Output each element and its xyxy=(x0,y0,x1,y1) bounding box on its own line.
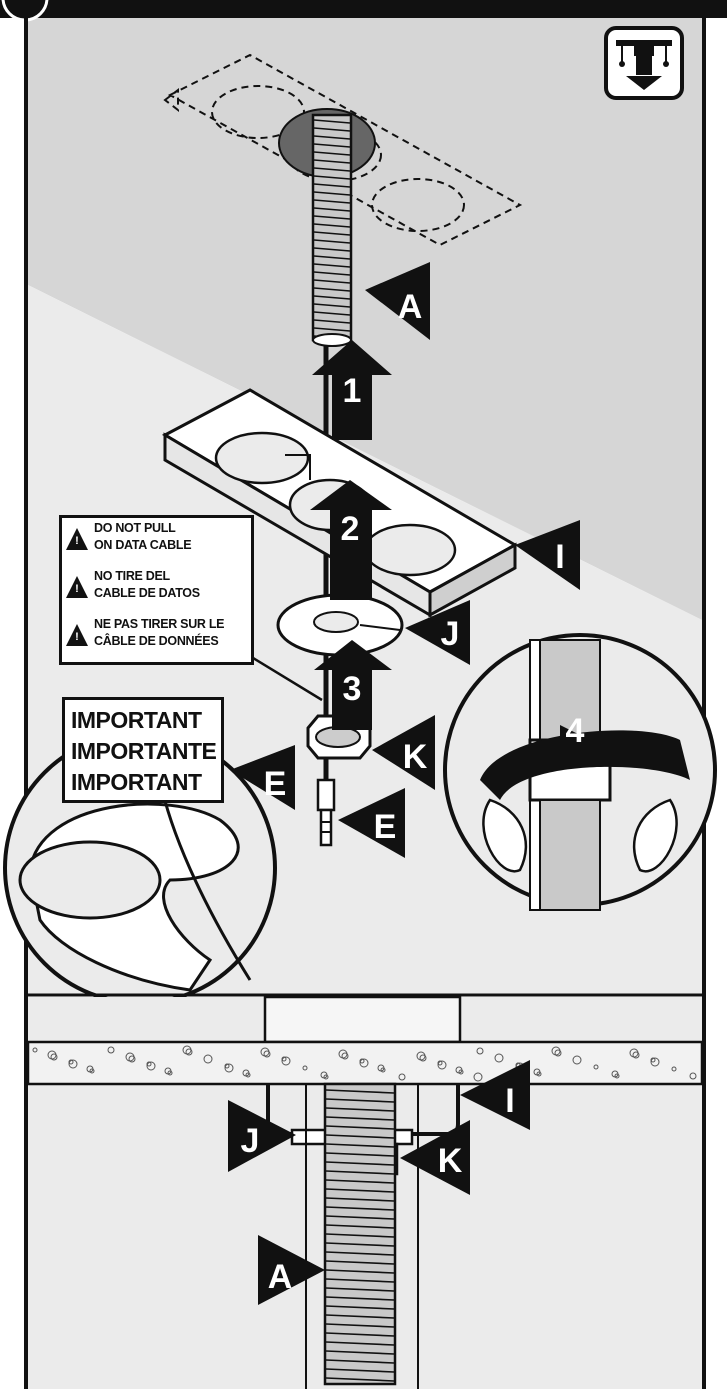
faucet-supply-hose-bottom xyxy=(325,1084,395,1384)
important-fr: IMPORTANT xyxy=(71,767,221,798)
svg-text:I: I xyxy=(505,1082,514,1120)
important-label: IMPORTANT IMPORTANTE IMPORTANT xyxy=(62,697,224,803)
step-number-4: 4 xyxy=(566,712,585,750)
step-number-1: 1 xyxy=(343,372,362,410)
data-connector xyxy=(318,780,334,845)
important-es: IMPORTANTE xyxy=(71,736,221,767)
washer xyxy=(278,595,402,655)
warning-triangle-icon: ! xyxy=(66,528,88,550)
countertop xyxy=(28,1042,702,1084)
top-bar xyxy=(0,0,727,18)
warning-triangle-icon: ! xyxy=(66,576,88,598)
svg-text:E: E xyxy=(264,765,287,803)
svg-text:K: K xyxy=(438,1142,463,1180)
svg-text:K: K xyxy=(403,738,428,776)
frame-right xyxy=(702,18,706,1389)
warning-triangle-icon: ! xyxy=(66,624,88,646)
svg-text:A: A xyxy=(398,288,423,326)
important-en: IMPORTANT xyxy=(71,705,221,736)
step-number-3: 3 xyxy=(343,670,362,708)
svg-text:J: J xyxy=(241,1122,260,1160)
frame-left xyxy=(24,18,28,1389)
svg-text:A: A xyxy=(268,1258,293,1296)
tighten-detail-zoom xyxy=(445,635,715,910)
faucet-supply-hose-top xyxy=(313,115,351,346)
step-number-2: 2 xyxy=(341,510,360,548)
under-counter-install-icon xyxy=(606,28,682,98)
faucet-base xyxy=(265,997,460,1042)
svg-text:E: E xyxy=(374,808,397,846)
svg-text:J: J xyxy=(441,615,460,653)
svg-text:I: I xyxy=(555,538,564,576)
